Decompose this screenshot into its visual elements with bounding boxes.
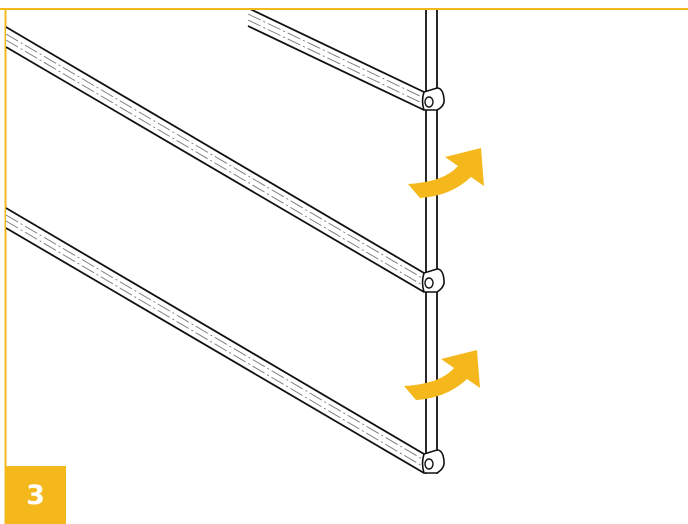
slat-middle [6,26,425,293]
curved-arrow-icon [408,148,484,198]
slat-top [247,10,425,111]
curved-arrow-icon [404,350,480,400]
step-badge-background [5,466,66,524]
cord-loop-middle [421,268,445,293]
cord-loop-bottom [421,449,445,474]
cord-loop-top [421,87,445,111]
step-number: 3 [26,479,45,511]
slat-bottom [6,207,425,474]
vertical-cord [425,10,438,474]
